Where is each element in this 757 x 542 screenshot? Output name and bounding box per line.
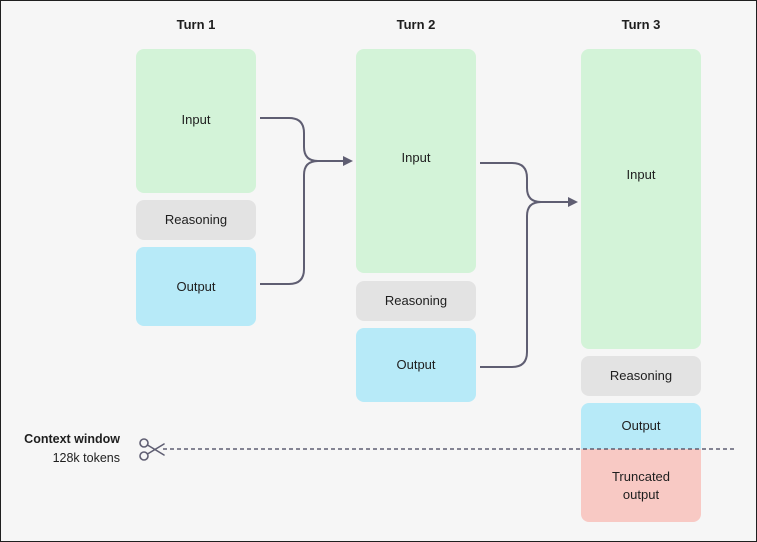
turn-3-truncated-label: Truncated output: [611, 468, 671, 502]
turn-2-title: Turn 2: [396, 17, 436, 32]
scissors-icon: [139, 438, 165, 461]
turn-3-input-block: Input: [581, 49, 701, 349]
turn-1-output-block: Output: [136, 247, 256, 326]
turn-1-title: Turn 1: [176, 17, 216, 32]
turn-1-input-label: Input: [181, 112, 211, 127]
turn-3-title: Turn 3: [621, 17, 661, 32]
turn-2-output-block: Output: [356, 328, 476, 402]
turn-3-output-label: Output: [621, 418, 661, 433]
turn-2-input-block: Input: [356, 49, 476, 273]
turn-2-reasoning-block: Reasoning: [356, 281, 476, 321]
turn-2-input-connector: [480, 162, 578, 207]
turn-1-input-connector: [260, 117, 353, 166]
turn-3-output-block: Output: [581, 403, 701, 449]
context-window-label: Context window: [24, 432, 120, 446]
turn-1-output-label: Output: [176, 278, 216, 294]
turn-3-reasoning-label: Reasoning: [609, 368, 673, 383]
turn-1-reasoning-label: Reasoning: [164, 212, 228, 227]
turn-3-truncated-output-block: Truncated output: [581, 449, 701, 522]
turn-1-input-block: Input: [136, 49, 256, 193]
turn-2-output-connector: [480, 201, 542, 368]
turn-2-output-label: Output: [396, 357, 436, 372]
context-window-size: 128k tokens: [52, 451, 120, 465]
turn-3-reasoning-block: Reasoning: [581, 356, 701, 396]
turn-1-output-connector: [260, 160, 319, 285]
turn-2-input-label: Input: [401, 150, 431, 165]
turn-2-reasoning-label: Reasoning: [384, 293, 448, 308]
turn-1-reasoning-block: Reasoning: [136, 200, 256, 240]
turn-3-input-label: Input: [626, 167, 656, 182]
